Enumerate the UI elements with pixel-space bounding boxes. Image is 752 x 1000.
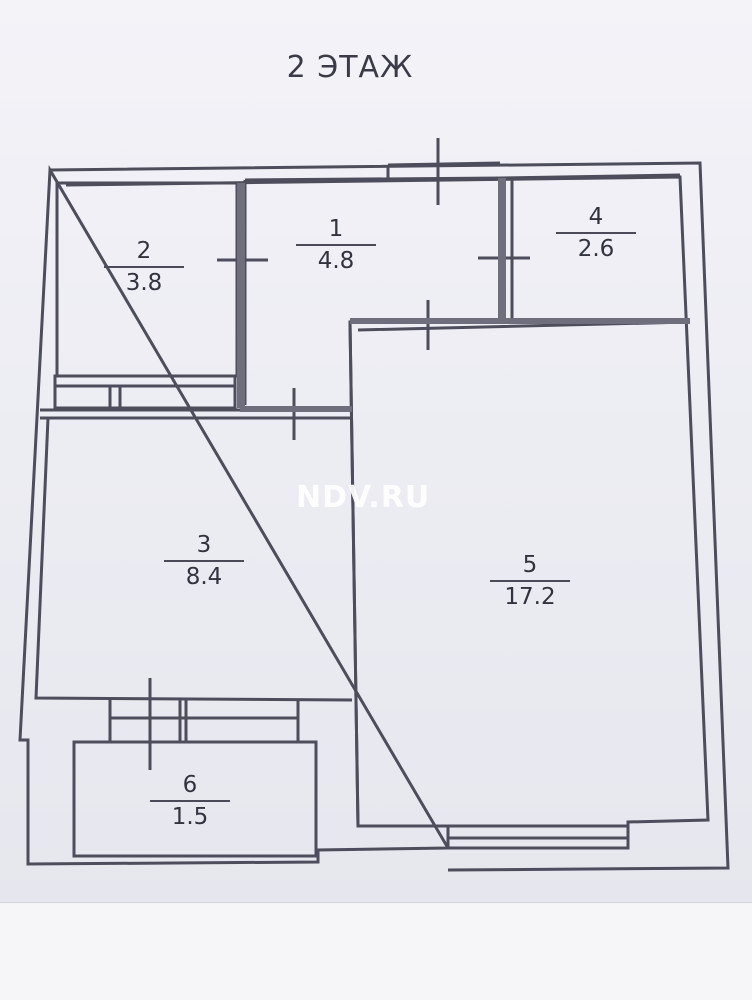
outer-wall	[18, 161, 730, 872]
wall-fill-4	[240, 406, 352, 412]
room-label-4: 4 2.6	[536, 202, 656, 264]
room-6-walls	[72, 740, 318, 858]
room-label-5: 5 17.2	[470, 550, 590, 612]
balcony-door-block	[108, 700, 300, 744]
wall-fill-3	[350, 318, 690, 324]
room-4-walls	[501, 173, 681, 320]
watermark: NDV.RU	[296, 480, 431, 515]
floor-title: 2 ЭТАЖ	[286, 50, 414, 85]
room-5-window	[448, 824, 628, 850]
room-label-2: 2 3.8	[84, 236, 204, 298]
closet-strip	[53, 374, 237, 410]
wall-fill-1	[237, 183, 245, 408]
top-window	[386, 161, 501, 178]
room-label-3: 3 8.4	[144, 530, 264, 592]
paper-sheet	[0, 0, 752, 910]
room-label-1: 1 4.8	[276, 214, 396, 276]
table-surface	[0, 902, 752, 1000]
room-label-6: 6 1.5	[130, 770, 250, 832]
room-3-walls	[34, 417, 353, 702]
wall-fill-2	[498, 178, 506, 322]
room-1-walls	[243, 176, 504, 405]
